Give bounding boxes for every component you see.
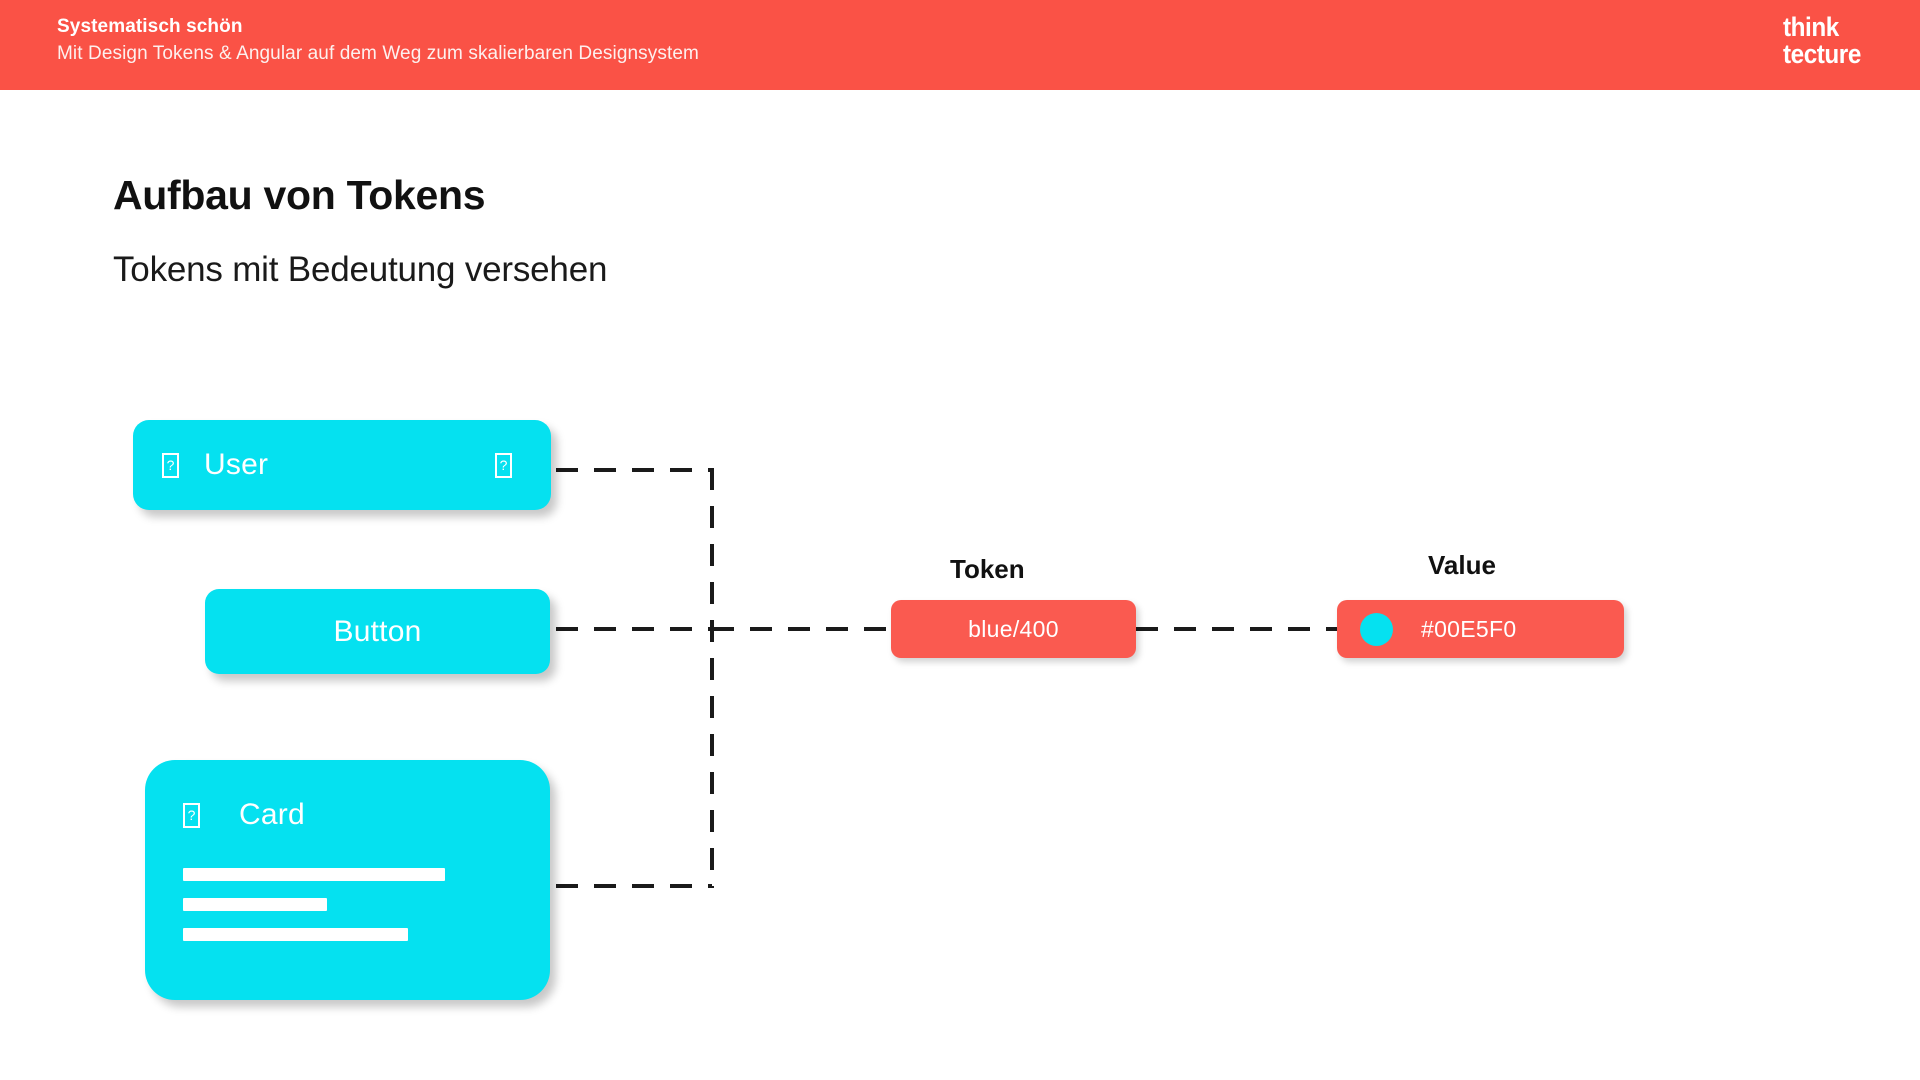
component-button[interactable]: Button xyxy=(205,589,550,674)
token-name: blue/400 xyxy=(968,615,1059,642)
missing-glyph-icon xyxy=(162,452,179,478)
presentation-subtitle: Mit Design Tokens & Angular auf dem Weg … xyxy=(57,43,699,64)
color-swatch-icon xyxy=(1360,612,1393,646)
logo-line-tecture: tecture xyxy=(1783,39,1862,69)
component-card[interactable]: Card xyxy=(145,760,550,1000)
component-user[interactable]: User xyxy=(133,420,551,510)
logo-line-think: think xyxy=(1783,12,1840,42)
value-pill[interactable]: #00E5F0 xyxy=(1337,600,1624,658)
value-column-heading: Value xyxy=(1428,550,1496,580)
missing-glyph-icon xyxy=(183,802,200,828)
thinktecture-logo: think tecture xyxy=(1783,14,1870,68)
page-subtitle: Tokens mit Bedeutung versehen xyxy=(113,250,608,289)
component-card-label: Card xyxy=(239,798,305,831)
missing-glyph-icon xyxy=(495,452,512,478)
component-button-label: Button xyxy=(333,614,422,648)
card-header: Card xyxy=(145,760,550,832)
token-pill[interactable]: blue/400 xyxy=(891,600,1136,658)
header-bar: Systematisch schön Mit Design Tokens & A… xyxy=(0,0,1920,90)
value-hex: #00E5F0 xyxy=(1421,615,1517,642)
card-placeholder-line xyxy=(183,928,408,941)
component-user-label: User xyxy=(204,448,269,481)
card-placeholder-line xyxy=(183,868,445,881)
presentation-title: Systematisch schön xyxy=(57,16,243,37)
page-title: Aufbau von Tokens xyxy=(113,172,486,218)
token-column-heading: Token xyxy=(950,554,1025,584)
card-placeholder-line xyxy=(183,898,327,911)
header-title-group: Systematisch schön Mit Design Tokens & A… xyxy=(57,14,699,67)
card-placeholder-lines xyxy=(145,868,550,941)
